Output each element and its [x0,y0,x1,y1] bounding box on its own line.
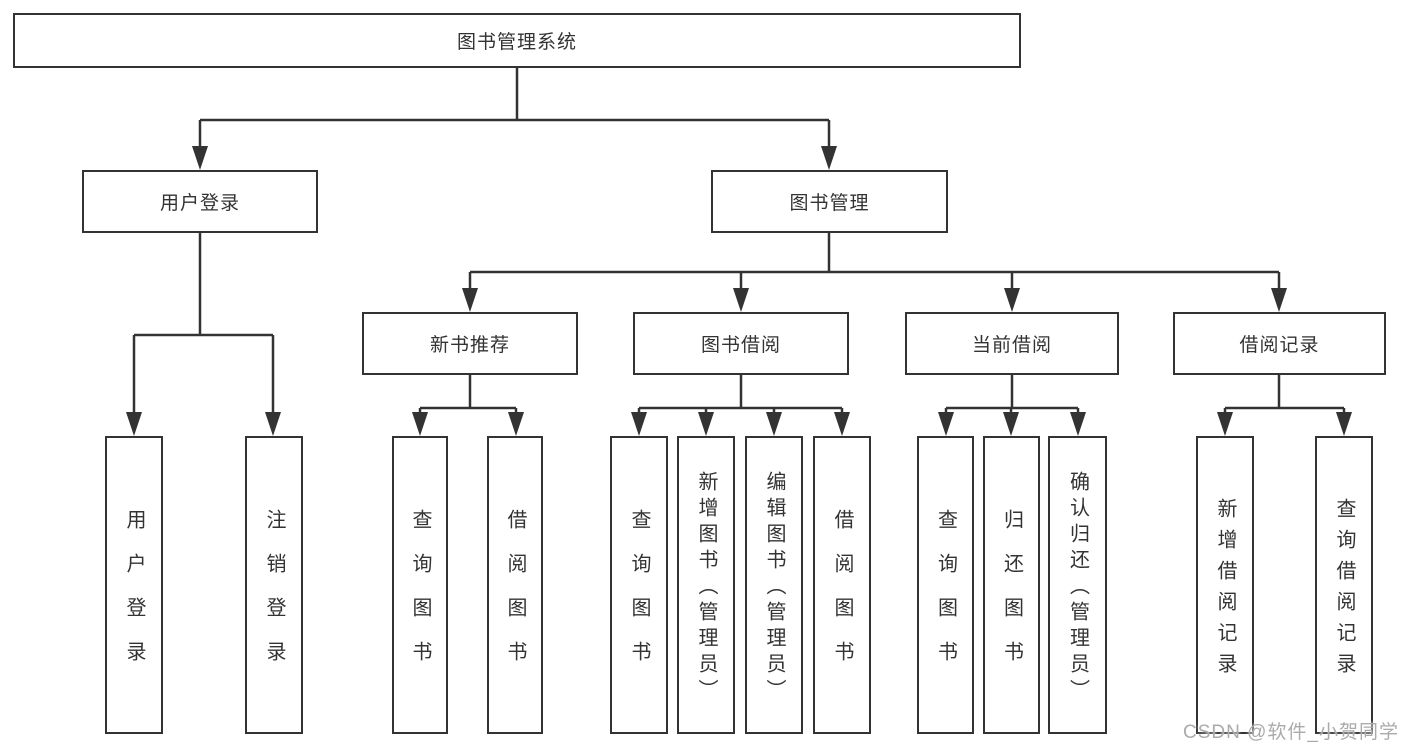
node-new-book-recommend: 新书推荐 [362,312,578,375]
leaf-recommend-query-books-label: 查询图书 [409,509,431,685]
leaf-recommend-borrow-books-label: 借阅图书 [504,509,526,685]
leaf-user-login: 用户登录 [105,436,163,734]
leaf-borrow-query-books: 查询图书 [610,436,668,734]
node-current-borrow-label: 当前借阅 [971,335,1052,356]
leaf-return-books-label: 归还图书 [1000,509,1023,685]
node-book-management: 图书管理 [711,170,948,233]
leaf-add-borrow-record-label: 新增借阅记录 [1214,497,1236,684]
leaf-current-query-books: 查询图书 [917,436,974,734]
node-book-management-label: 图书管理 [789,193,870,214]
node-library-system: 图书管理系统 [13,13,1021,68]
node-user-login-label: 用户登录 [159,193,240,214]
leaf-user-login-label: 用户登录 [123,509,145,685]
leaf-current-query-books-label: 查询图书 [934,509,957,685]
branch-user-login-arrowheads [126,412,281,436]
branch-root-arrowheads [192,146,837,170]
branch-book-management-arrowheads [462,288,1287,312]
node-library-system-label: 图书管理系统 [456,32,577,53]
leaf-query-borrow-record-label: 查询借阅记录 [1333,497,1355,684]
leaf-query-borrow-record: 查询借阅记录 [1315,436,1373,734]
csdn-watermark: CSDN @软件_小贺同学 [1183,722,1399,743]
leaf-borrow-books-label: 借阅图书 [831,509,853,685]
leaf-confirm-return-admin: 确认归还（管理员） [1048,436,1107,734]
branch-book-borrow-arrowheads [631,412,850,436]
leaf-confirm-return-admin-label: 确认归还（管理员） [1066,471,1089,705]
node-book-borrow-label: 图书借阅 [700,335,781,356]
leaf-return-books: 归还图书 [983,436,1040,734]
branch-current-borrow [944,375,1080,418]
node-user-login: 用户登录 [82,170,318,233]
leaf-logout-label: 注销登录 [263,509,285,685]
branch-book-management [468,233,1281,294]
leaf-add-borrow-record: 新增借阅记录 [1196,436,1254,734]
leaf-logout: 注销登录 [245,436,303,734]
leaf-borrow-query-books-label: 查询图书 [628,509,650,685]
branch-book-borrow [637,375,844,418]
leaf-add-books-admin: 新增图书（管理员） [677,436,735,734]
node-borrow-records: 借阅记录 [1173,312,1386,375]
branch-new-book-recommend [418,375,518,418]
node-current-borrow: 当前借阅 [905,312,1119,375]
node-book-borrow: 图书借阅 [633,312,849,375]
branch-borrow-records-arrowheads [1217,412,1352,436]
branch-new-book-recommend-arrowheads [412,412,524,436]
leaf-add-books-admin-label: 新增图书（管理员） [695,471,717,705]
leaf-recommend-query-books: 查询图书 [392,436,448,734]
branch-user-login [132,233,275,418]
branch-current-borrow-arrowheads [938,412,1086,436]
leaf-edit-books-admin: 编辑图书（管理员） [745,436,803,734]
leaf-borrow-books: 借阅图书 [813,436,871,734]
branch-root [198,68,831,152]
leaf-edit-books-admin-label: 编辑图书（管理员） [763,471,785,705]
node-borrow-records-label: 借阅记录 [1239,335,1320,356]
branch-borrow-records [1223,375,1346,418]
leaf-recommend-borrow-books: 借阅图书 [487,436,543,734]
node-new-book-recommend-label: 新书推荐 [429,335,510,356]
